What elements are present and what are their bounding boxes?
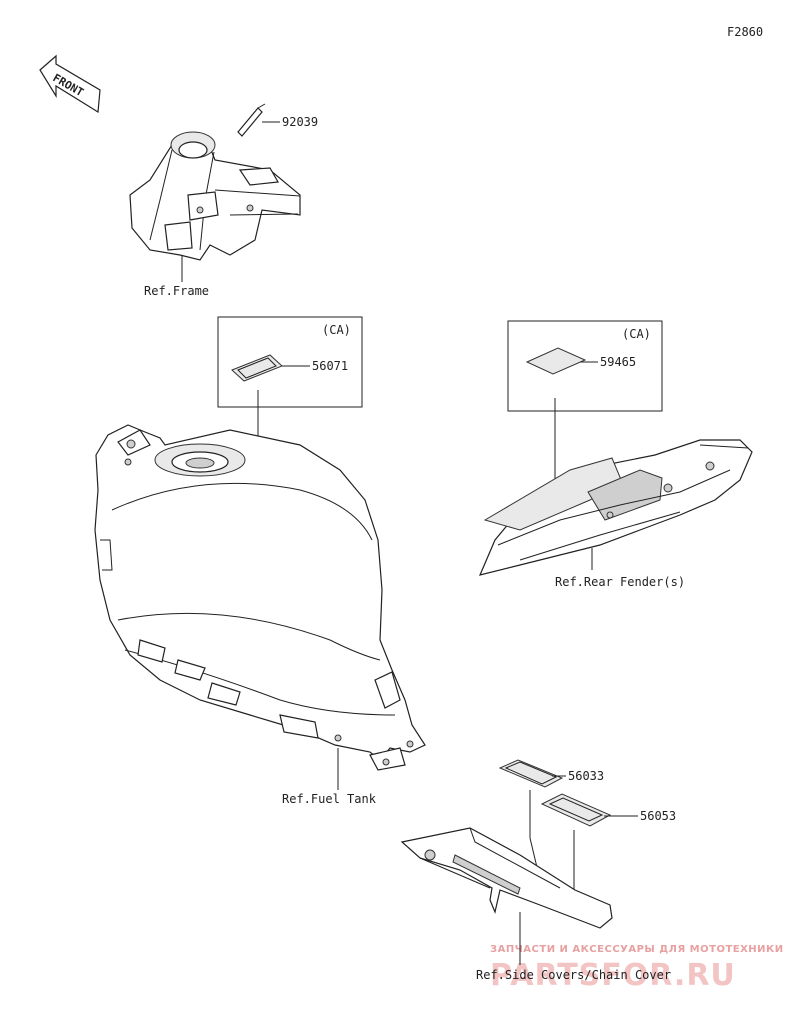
- ref-side-covers-label: Ref.Side Covers/Chain Cover: [476, 968, 671, 982]
- callout-56053: 56053: [640, 809, 676, 823]
- frame-illustration: [129, 131, 301, 261]
- watermark-brand: PARTSFOR.RU: [490, 958, 736, 993]
- ca-box-right: [507, 320, 663, 412]
- callout-59465: 59465: [600, 355, 636, 369]
- fuel-tank-illustration: [94, 424, 426, 771]
- callout-56033: 56033: [568, 769, 604, 783]
- callout-92039: 92039: [282, 115, 318, 129]
- ref-rear-fender-label: Ref.Rear Fender(s): [555, 575, 685, 589]
- watermark-subtitle: ЗАПЧАСТИ И АКСЕССУАРЫ ДЛЯ МОТОТЕХНИКИ: [490, 944, 784, 955]
- ca-label-left: (CA): [322, 323, 351, 337]
- chain-cover-illustration: [400, 827, 613, 929]
- part-59465-label-icon: [525, 347, 587, 375]
- callout-56071: 56071: [312, 359, 348, 373]
- figure-code: F2860: [727, 25, 763, 39]
- rear-fender-illustration: [478, 439, 753, 576]
- ca-label-right: (CA): [622, 327, 651, 341]
- part-56033-label-icon: [498, 759, 564, 788]
- part-56053-label-icon: [540, 793, 612, 827]
- ref-fuel-tank-label: Ref.Fuel Tank: [282, 792, 377, 806]
- part-92039-icon: [237, 103, 266, 137]
- ref-frame-label: Ref.Frame: [144, 284, 209, 298]
- ca-box-left: [217, 316, 363, 408]
- front-arrow-icon: FRONT: [39, 54, 101, 114]
- part-56071-label-icon: [231, 354, 283, 382]
